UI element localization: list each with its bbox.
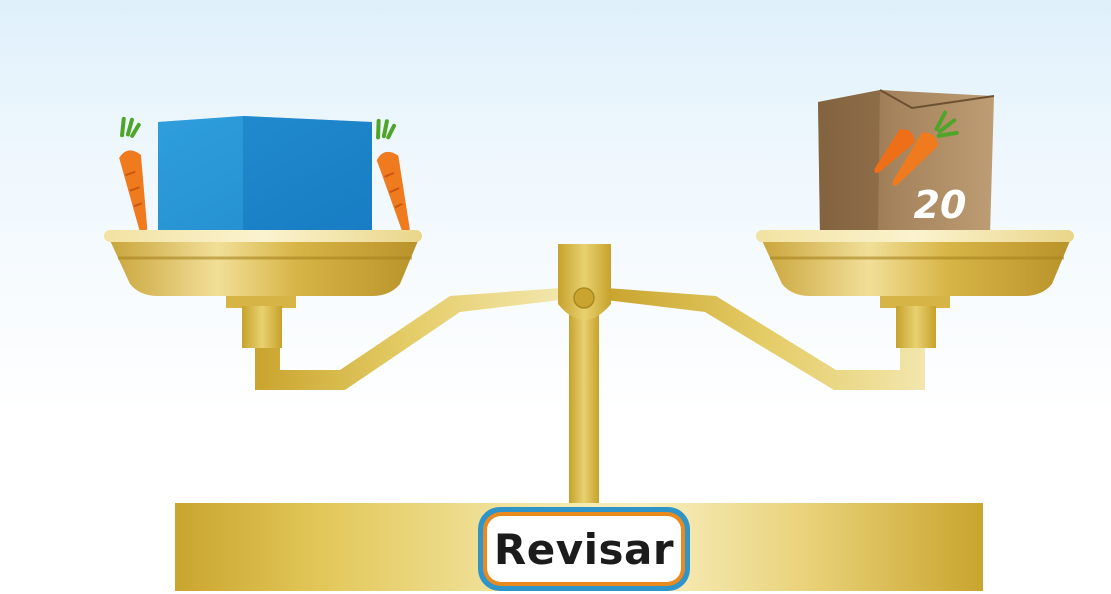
left-pan	[104, 230, 422, 296]
carrot-icon	[874, 110, 959, 186]
scale-arm-left	[255, 288, 560, 390]
left-pan-stem	[242, 306, 282, 348]
right-pan-collar	[880, 296, 950, 308]
right-pan	[756, 230, 1074, 296]
check-button-label: Revisar	[487, 516, 681, 582]
bag-count-label: 20	[914, 183, 967, 227]
left-pan-items	[119, 116, 410, 235]
carrot-icon	[119, 116, 148, 234]
right-pan-stem	[896, 306, 936, 348]
carrot-bag: 20	[818, 89, 995, 235]
scale-arm-right	[606, 288, 925, 390]
check-button-ring: Revisar	[483, 512, 685, 586]
scale-pivot	[558, 244, 611, 320]
scale-post	[569, 300, 599, 505]
carrot-icon	[376, 118, 410, 234]
left-pan-collar	[226, 296, 296, 308]
check-button[interactable]: Revisar	[478, 507, 690, 591]
weight-block	[158, 116, 372, 235]
